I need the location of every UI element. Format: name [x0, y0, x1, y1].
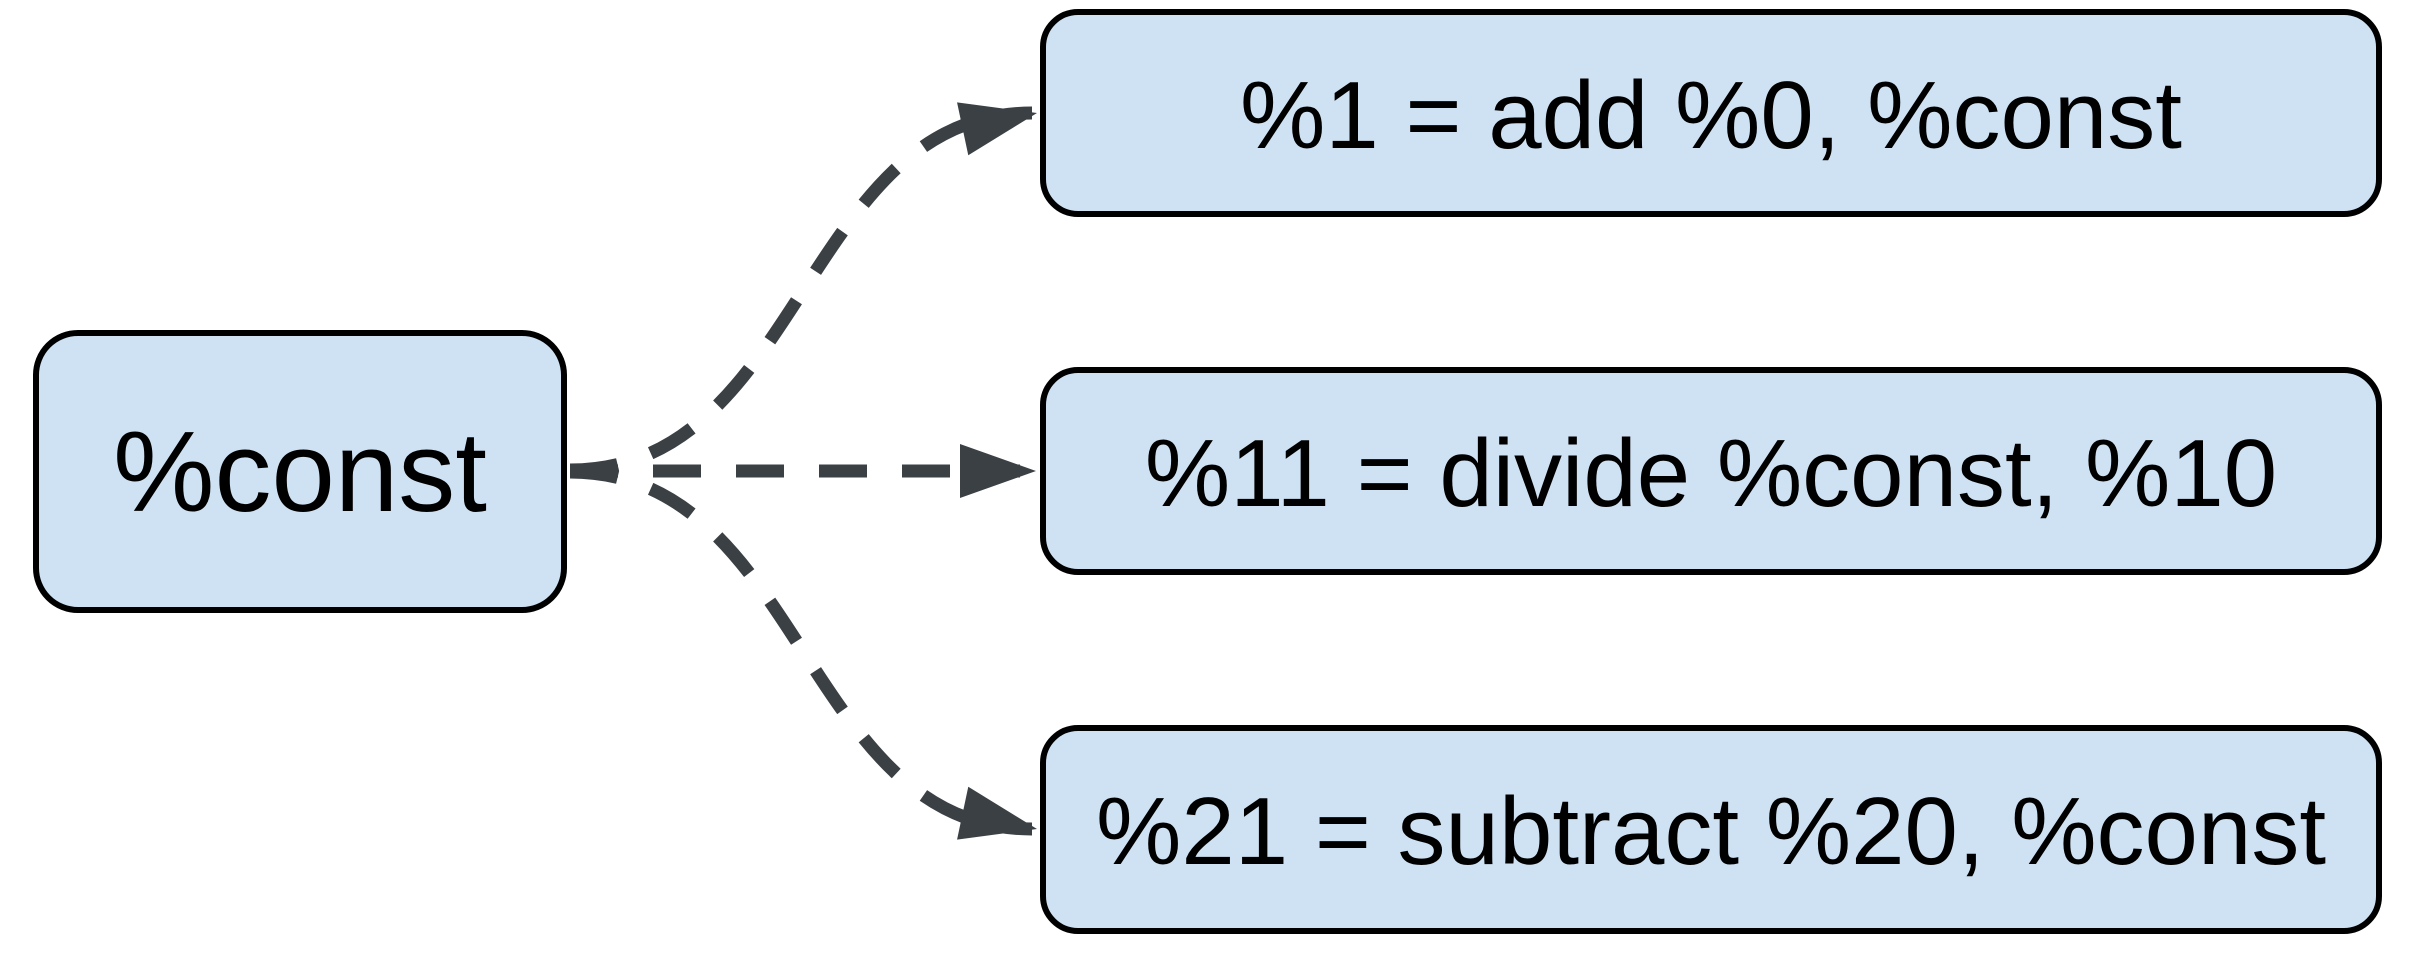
target-node-divide-label: %11 = divide %const, %10 — [1145, 420, 2277, 527]
arrowhead-to-add-icon — [957, 102, 1037, 156]
target-node-divide — [1040, 367, 2382, 575]
source-node-label: %const — [113, 409, 487, 536]
arrowhead-to-divide-icon — [960, 444, 1036, 498]
edge-to-add — [569, 106, 1033, 477]
target-node-add-label: %1 = add %0, %const — [1240, 62, 2182, 169]
edge-to-subtract — [569, 465, 1033, 836]
source-node — [33, 330, 567, 613]
target-node-subtract — [1040, 725, 2382, 934]
edge-group — [569, 106, 1033, 836]
arrowhead-to-subtract-icon — [957, 786, 1037, 840]
target-node-add — [1040, 9, 2382, 217]
target-node-subtract-label: %21 = subtract %20, %const — [1096, 778, 2326, 885]
